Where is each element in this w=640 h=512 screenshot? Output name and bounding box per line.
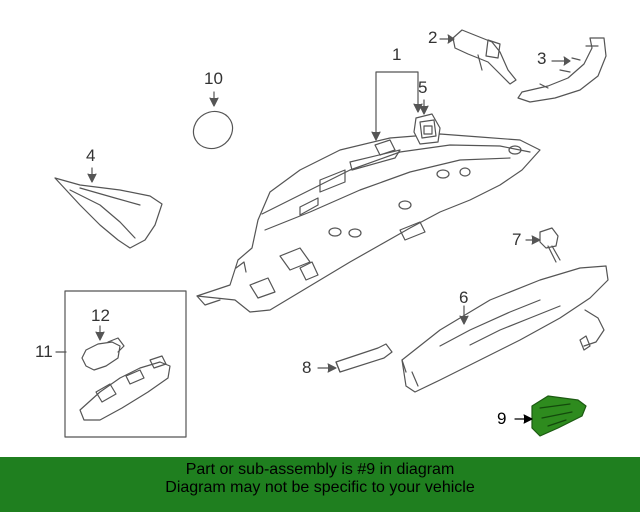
- callout-label-4: 4: [86, 146, 96, 165]
- part-8-damper: [317, 343, 393, 373]
- part-5-latch: [413, 99, 441, 145]
- callout-label-9: 9: [497, 409, 507, 428]
- callout-label-3: 3: [537, 49, 547, 68]
- callout-label-1: 1: [392, 45, 402, 64]
- part-3-trim: [517, 37, 607, 103]
- callout-label-2: 2: [428, 28, 438, 47]
- part-9-handle: [514, 395, 587, 437]
- part-11-lamp-box: [55, 290, 187, 438]
- part-4-panel: [54, 167, 163, 249]
- callout-label-8: 8: [302, 358, 312, 377]
- banner-line-1: Part or sub-assembly is #9 in diagram: [185, 461, 455, 478]
- callout-label-10: 10: [204, 69, 223, 88]
- part-7-screw: [525, 227, 561, 263]
- part-12-bulb: [81, 325, 125, 371]
- callout-label-11: 11: [35, 342, 53, 361]
- callout-label-5: 5: [418, 78, 428, 97]
- diagram-canvas: [54, 29, 609, 438]
- part-10-cap: [192, 91, 234, 150]
- info-banner: Part or sub-assembly is #9 in diagram Di…: [0, 457, 640, 512]
- part-2-bracket: [439, 29, 517, 85]
- callout-label-6: 6: [459, 288, 469, 307]
- callout-label-7: 7: [512, 230, 522, 249]
- part-6-door: [401, 265, 609, 393]
- banner-line-2: Diagram may not be specific to your vehi…: [165, 479, 475, 496]
- glovebox-body: [196, 133, 541, 313]
- callout-label-12: 12: [91, 306, 110, 325]
